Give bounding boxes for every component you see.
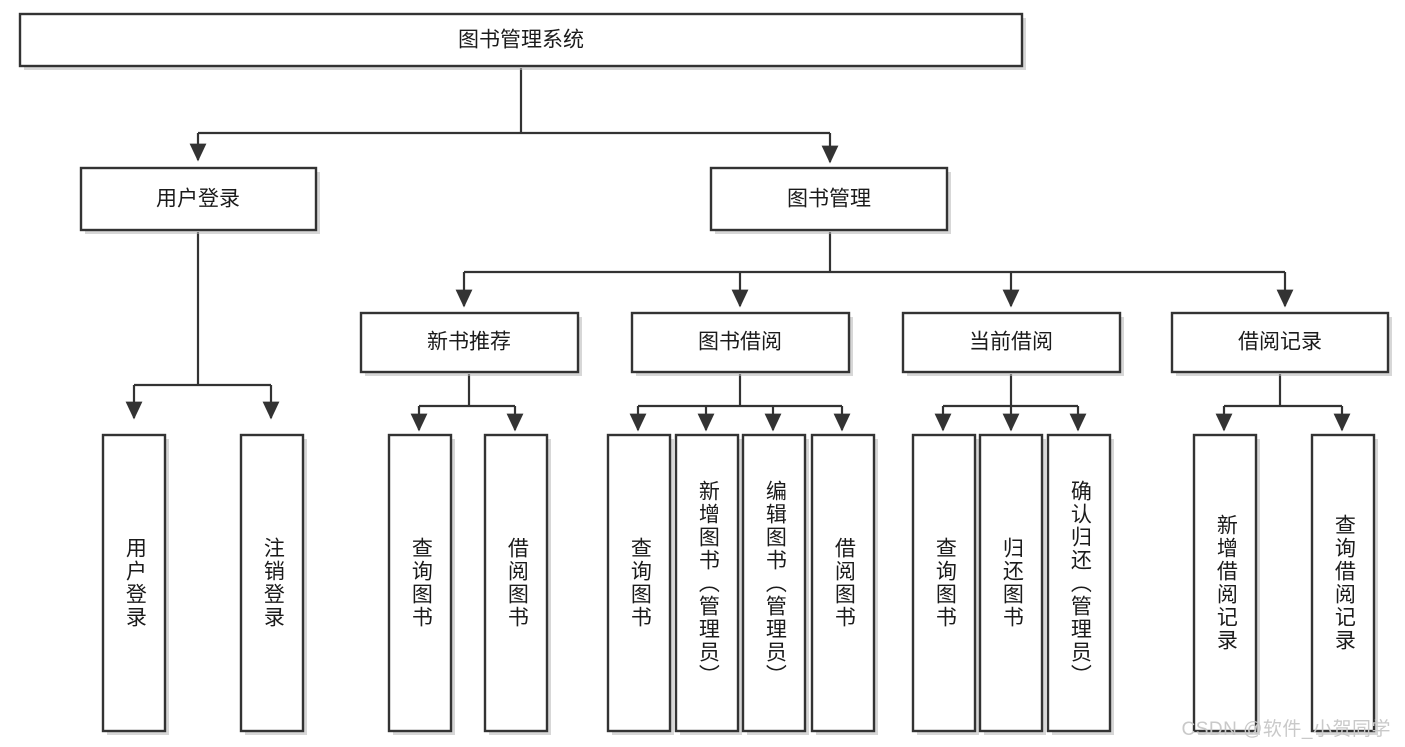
node-leaf-edit-book[interactable]: 编辑图书（管理员） bbox=[741, 433, 809, 735]
node-root[interactable]: 图书管理系统 bbox=[18, 12, 1026, 70]
leaf-query-record-label: 查询借阅记录 bbox=[1332, 514, 1356, 652]
leaf-user-logout-label: 注销登录 bbox=[261, 537, 285, 629]
book-manage-label: 图书管理 bbox=[787, 188, 871, 211]
leaf-query-book-1-label: 查询图书 bbox=[409, 537, 433, 629]
leaf-query-record-box bbox=[1310, 433, 1376, 733]
node-leaf-query-book-3[interactable]: 查询图书 bbox=[911, 433, 979, 735]
leaf-query-book-3-label: 查询图书 bbox=[933, 537, 957, 629]
root-label: 图书管理系统 bbox=[458, 29, 584, 52]
leaf-return-book-box bbox=[978, 433, 1044, 733]
leaf-edit-book-box bbox=[741, 433, 807, 733]
new-book-recommend-label: 新书推荐 bbox=[427, 331, 511, 354]
node-leaf-add-book[interactable]: 新增图书（管理员） bbox=[674, 433, 742, 735]
borrow-record-box bbox=[1170, 311, 1390, 374]
user-login-box bbox=[79, 166, 318, 232]
leaf-add-book-box bbox=[674, 433, 740, 733]
leaf-add-book-label: 新增图书（管理员） bbox=[696, 479, 720, 687]
current-borrow-box bbox=[901, 311, 1122, 374]
node-leaf-user-logout[interactable]: 注销登录 bbox=[239, 433, 307, 735]
leaf-query-book-3-box bbox=[911, 433, 977, 733]
book-manage-box bbox=[709, 166, 949, 232]
leaf-query-book-2-box bbox=[606, 433, 672, 733]
leaf-borrow-book-2-label: 借阅图书 bbox=[832, 537, 856, 629]
node-book-manage[interactable]: 图书管理 bbox=[709, 166, 951, 234]
node-leaf-return-book[interactable]: 归还图书 bbox=[978, 433, 1046, 735]
leaf-borrow-book-2-box bbox=[810, 433, 876, 733]
leaf-add-record-box bbox=[1192, 433, 1258, 733]
leaf-return-book-label: 归还图书 bbox=[1000, 537, 1024, 629]
leaf-user-login-box bbox=[101, 433, 167, 733]
leaf-query-book-2-label: 查询图书 bbox=[628, 537, 652, 629]
leaf-add-record-label: 新增借阅记录 bbox=[1214, 514, 1238, 652]
new-book-recommend-box bbox=[359, 311, 580, 374]
node-leaf-user-login[interactable]: 用户登录 bbox=[101, 433, 169, 735]
leaf-edit-book-label: 编辑图书（管理员） bbox=[763, 479, 787, 687]
node-user-login[interactable]: 用户登录 bbox=[79, 166, 320, 234]
node-book-borrow[interactable]: 图书借阅 bbox=[630, 311, 853, 376]
leaf-query-book-1-box bbox=[387, 433, 453, 733]
user-login-label: 用户登录 bbox=[156, 188, 240, 211]
node-leaf-confirm-return[interactable]: 确认归还（管理员） bbox=[1046, 433, 1114, 735]
node-leaf-borrow-book-1[interactable]: 借阅图书 bbox=[483, 433, 551, 735]
node-leaf-borrow-book-2[interactable]: 借阅图书 bbox=[810, 433, 878, 735]
edge-layer bbox=[125, 68, 1351, 432]
leaf-borrow-book-1-label: 借阅图书 bbox=[505, 537, 529, 629]
node-leaf-query-book-2[interactable]: 查询图书 bbox=[606, 433, 674, 735]
leaf-confirm-return-label: 确认归还（管理员） bbox=[1068, 479, 1092, 687]
leaf-confirm-return-box bbox=[1046, 433, 1112, 733]
node-leaf-query-record[interactable]: 查询借阅记录 bbox=[1310, 433, 1378, 735]
node-borrow-record[interactable]: 借阅记录 bbox=[1170, 311, 1392, 376]
leaf-user-logout-box bbox=[239, 433, 305, 733]
borrow-record-label: 借阅记录 bbox=[1238, 331, 1322, 354]
current-borrow-label: 当前借阅 bbox=[969, 331, 1053, 354]
leaf-borrow-book-1-box bbox=[483, 433, 549, 733]
node-new-book-recommend[interactable]: 新书推荐 bbox=[359, 311, 582, 376]
book-borrow-box bbox=[630, 311, 851, 374]
root-box bbox=[18, 12, 1024, 68]
book-borrow-label: 图书借阅 bbox=[698, 331, 782, 354]
node-leaf-add-record[interactable]: 新增借阅记录 bbox=[1192, 433, 1260, 735]
leaf-user-login-label: 用户登录 bbox=[123, 537, 147, 629]
node-leaf-query-book-1[interactable]: 查询图书 bbox=[387, 433, 455, 735]
node-current-borrow[interactable]: 当前借阅 bbox=[901, 311, 1124, 376]
